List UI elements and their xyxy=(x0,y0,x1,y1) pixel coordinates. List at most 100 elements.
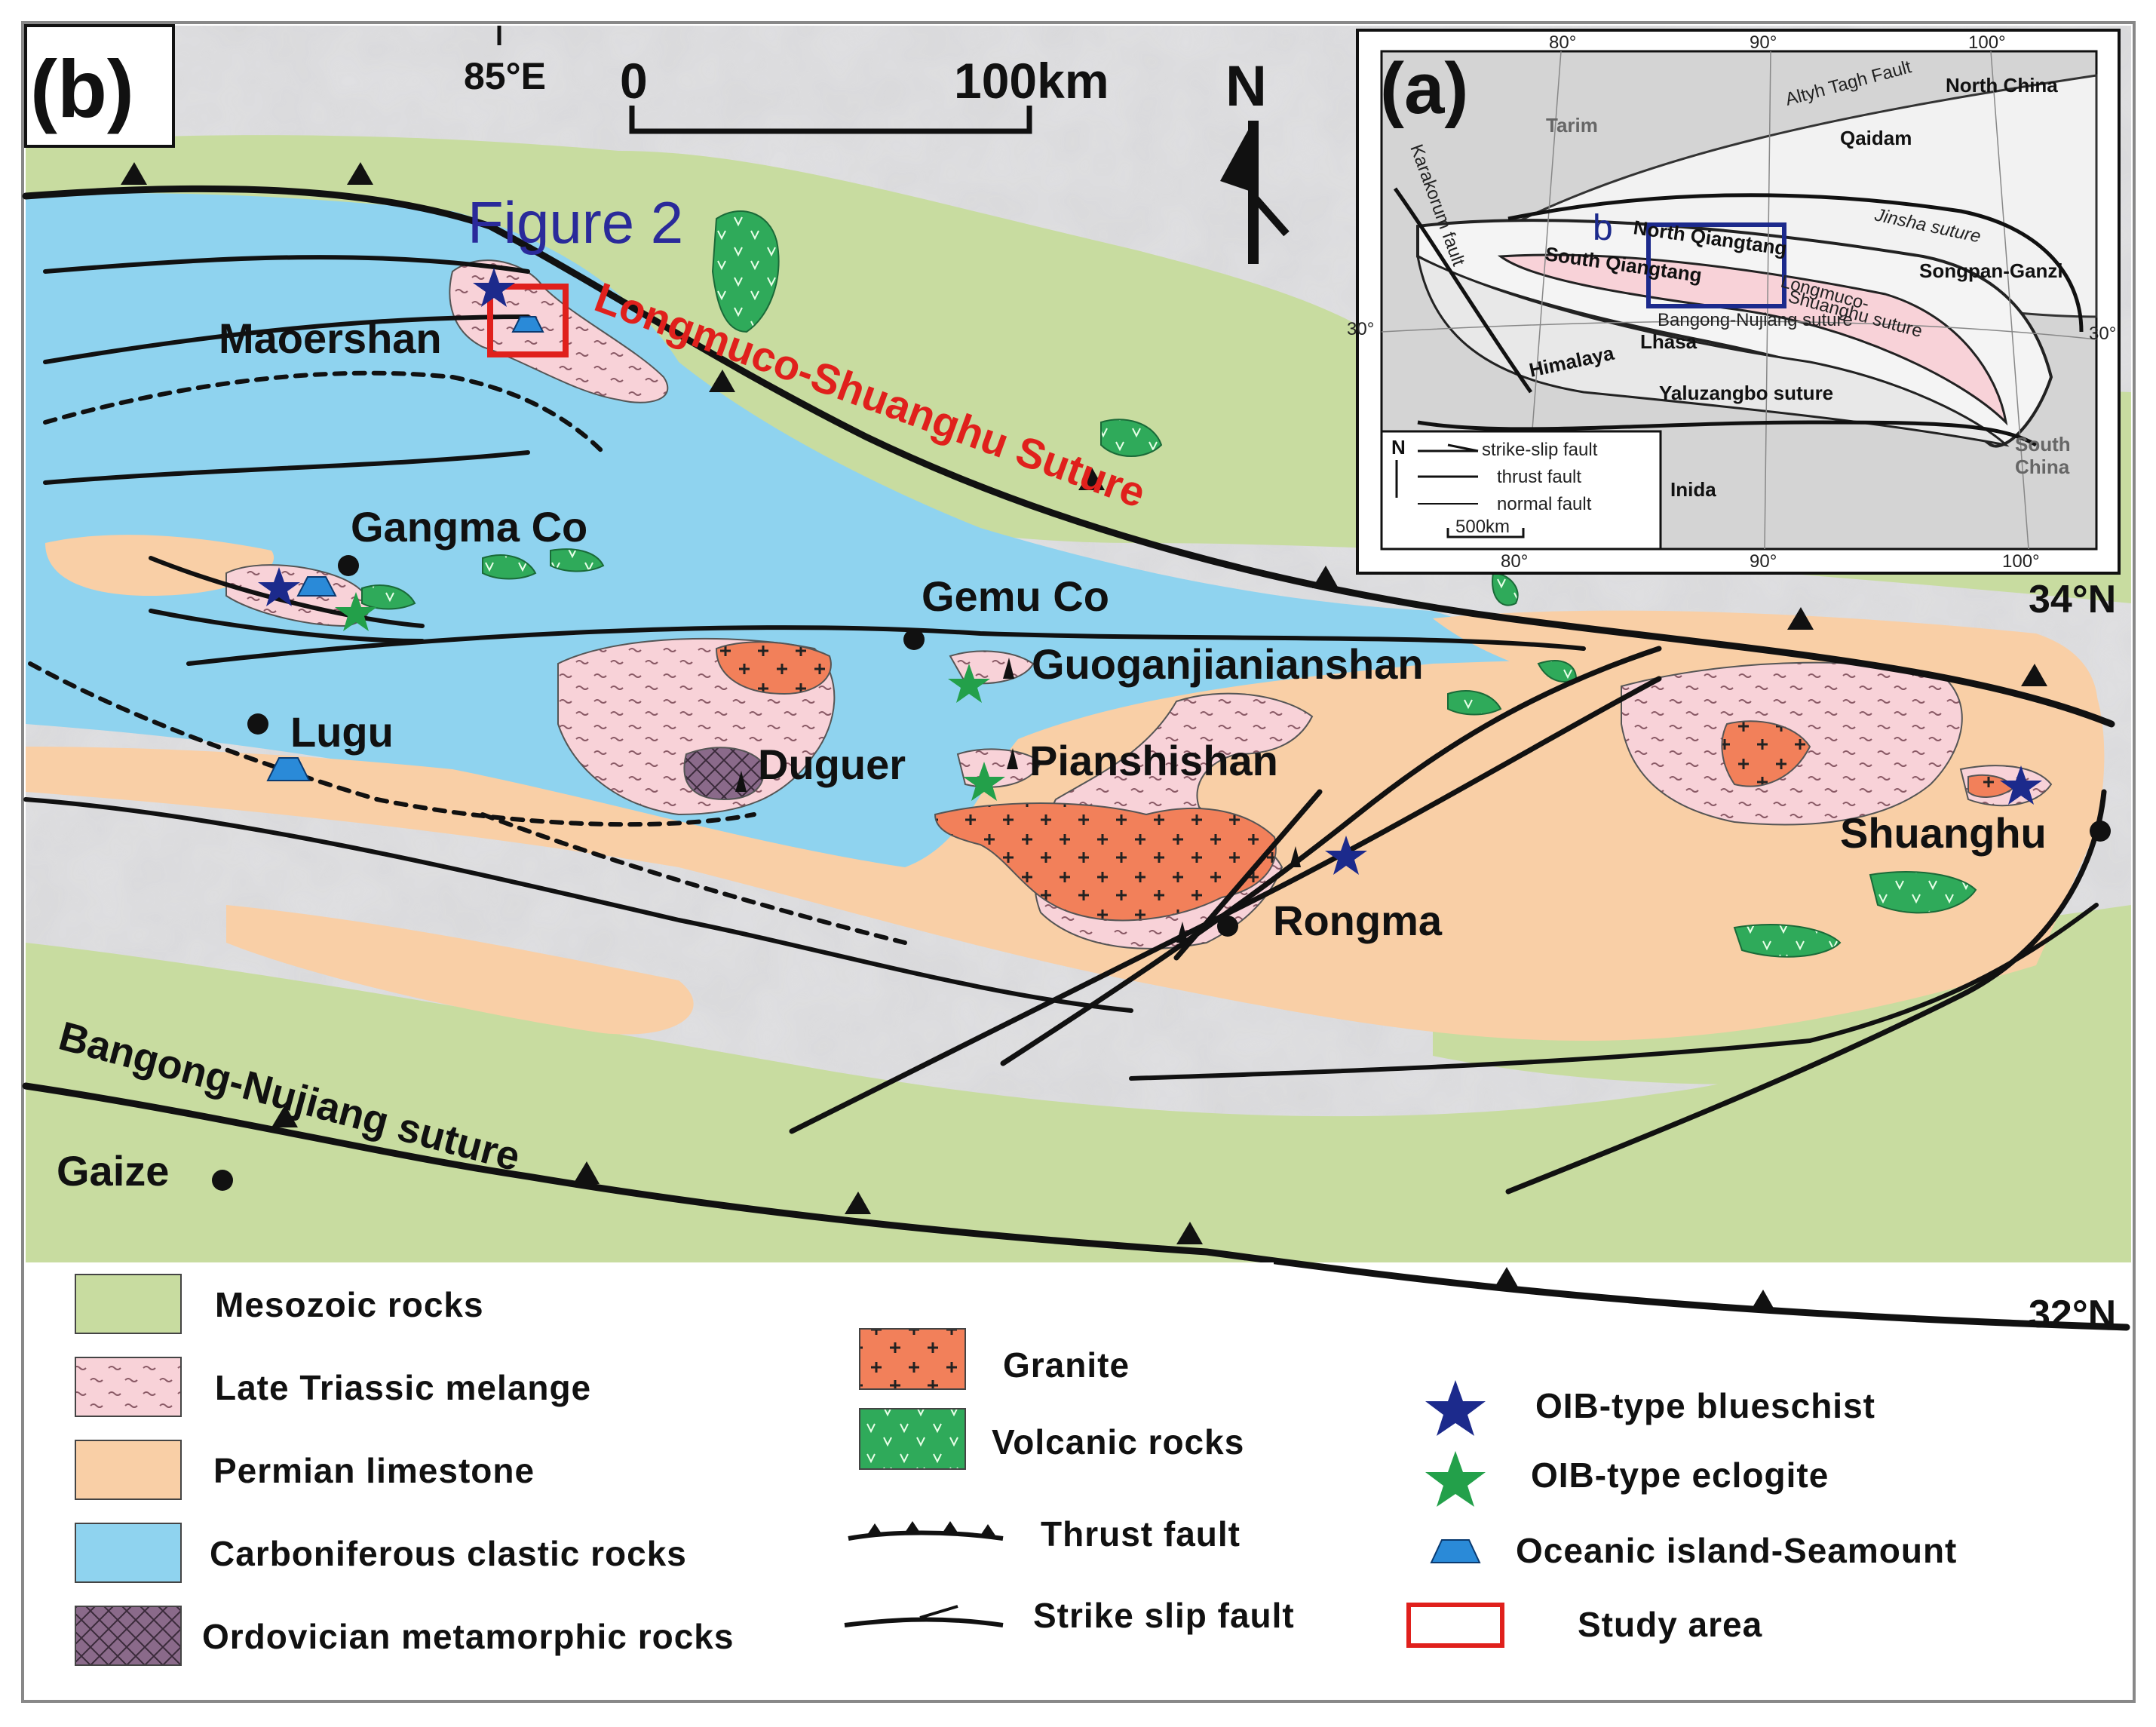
strike-slip-faults xyxy=(789,646,2107,1195)
inset-inida: Inida xyxy=(1670,478,1716,501)
inset-key-thrust: thrust fault xyxy=(1497,467,1581,487)
inset-qaidam: Qaidam xyxy=(1840,127,1912,149)
figure-2-label: Figure 2 xyxy=(468,189,683,256)
inset-key-strike: strike-slip fault xyxy=(1482,440,1598,460)
legend-eclogite-star xyxy=(1425,1451,1486,1507)
legend-study-area-box xyxy=(1406,1603,1504,1648)
seamount-maoershan xyxy=(511,316,544,333)
inset-key-n: N xyxy=(1391,436,1406,459)
place-duguer: Duguer xyxy=(758,741,906,788)
inset-panel-label: (a) xyxy=(1380,48,1468,129)
latitude-32n-label: 32°N xyxy=(2029,1293,2116,1336)
legend-seamount-symbol xyxy=(1430,1539,1481,1563)
town-dot-gangma xyxy=(338,555,359,576)
seamount-lugu xyxy=(266,757,311,781)
inset-yaluzangbo: Yaluzangbo suture xyxy=(1659,382,1833,404)
inset-north-china: North China xyxy=(1946,74,2058,97)
place-lugu: Lugu xyxy=(290,708,394,756)
legend-study: Study area xyxy=(1578,1605,1762,1644)
inset-tick-90: 90° xyxy=(1750,32,1777,53)
legend-ordovician: Ordovician metamorphic rocks xyxy=(202,1617,734,1656)
north-arrow: N xyxy=(1220,54,1290,264)
eclogite-stars xyxy=(335,592,1005,801)
scale-zero-label: 0 xyxy=(620,53,648,109)
longitude-85e-label: 85°E xyxy=(464,55,546,97)
legend-swatch-mesozoic xyxy=(75,1274,182,1334)
town-dot-rongma xyxy=(1217,916,1238,937)
inset-b-letter: b xyxy=(1593,208,1613,248)
place-rongma: Rongma xyxy=(1273,897,1443,944)
panel-label-box xyxy=(24,24,175,148)
inset-tick-30-right: 30° xyxy=(2089,324,2116,344)
place-guoganjianianshan: Guoganjianianshan xyxy=(1032,640,1424,688)
legend-eclogite: OIB-type eclogite xyxy=(1531,1456,1829,1495)
inset-tick-30-left: 30° xyxy=(1347,319,1374,339)
scale-max-label: 100km xyxy=(954,53,1109,109)
place-gangma-co: Gangma Co xyxy=(351,503,587,551)
inset-lhasa: Lhasa xyxy=(1640,330,1698,353)
place-gemu-co: Gemu Co xyxy=(922,572,1109,620)
inset-key-normal: normal fault xyxy=(1497,494,1592,514)
inset-tick-90-bottom: 90° xyxy=(1750,551,1777,572)
seamount-symbols xyxy=(266,316,544,781)
inset-tick-80-bottom: 80° xyxy=(1501,551,1528,572)
legend-swatch-volcanic xyxy=(859,1408,966,1470)
town-dots xyxy=(212,555,2111,1191)
inset-south-china-1: South xyxy=(2015,433,2071,456)
blueschist-maoershan xyxy=(473,268,515,307)
seamount-gangma xyxy=(296,576,337,597)
inset-key-scale: 500km xyxy=(1455,517,1510,537)
blueschist-shuanghu xyxy=(2000,765,2042,805)
granite-areas xyxy=(715,641,2015,922)
inset-tick-80: 80° xyxy=(1549,32,1576,53)
study-area-box xyxy=(487,284,569,357)
legend-blueschist: OIB-type blueschist xyxy=(1535,1386,1875,1425)
legend-swatch-granite xyxy=(859,1328,966,1390)
legend-granite: Granite xyxy=(1003,1345,1130,1385)
legend-thrust: Thrust fault xyxy=(1041,1514,1241,1554)
thrust-fault-teeth xyxy=(121,162,2047,1312)
place-pianshishan: Pianshishan xyxy=(1029,737,1278,784)
legend-blueschist-star xyxy=(1425,1380,1486,1436)
latitude-34n-label: 34°N xyxy=(2029,578,2116,621)
eclogite-pianshi xyxy=(963,762,1005,801)
place-shuanghu: Shuanghu xyxy=(1840,809,2047,857)
town-dot-gemu xyxy=(903,629,925,650)
inset-map: (a) 80° 90° 100° 30° 30° 80° 90° 100° Ta… xyxy=(1347,29,2121,575)
place-gaize: Gaize xyxy=(57,1147,169,1195)
inset-study-box xyxy=(1646,222,1786,308)
legend-mesozoic: Mesozoic rocks xyxy=(215,1285,484,1324)
legend-triassic: Late Triassic melange xyxy=(215,1368,591,1407)
blueschist-gangma xyxy=(258,567,300,606)
eclogite-guogan xyxy=(948,664,990,703)
legend-volcanic: Volcanic rocks xyxy=(992,1422,1244,1462)
inset-south-china-2: China xyxy=(2015,456,2070,478)
sample-markers xyxy=(735,658,1301,943)
legend-swatch-triassic xyxy=(75,1357,182,1417)
scale-bar: 0 100km xyxy=(620,53,1109,134)
town-dot-shuanghu xyxy=(2090,821,2111,842)
inset-tick-100-bottom: 100° xyxy=(2002,551,2040,572)
legend: Mesozoic rocks Late Triassic melange Per… xyxy=(26,1262,2131,1700)
legend-swatch-carboniferous xyxy=(75,1523,182,1583)
panel-label: (b) xyxy=(30,43,134,134)
legend-thrust-symbol xyxy=(848,1521,1004,1541)
legend-carboniferous: Carboniferous clastic rocks xyxy=(210,1534,687,1573)
north-arrow-label: N xyxy=(1225,54,1267,118)
blueschist-rongma xyxy=(1325,836,1367,875)
legend-permian: Permian limestone xyxy=(213,1451,535,1490)
bangong-nujiang-suture-line xyxy=(22,1082,2130,1331)
longmuco-shuanghu-suture-line xyxy=(22,185,2115,728)
blueschist-stars xyxy=(258,268,2042,875)
legend-strike: Strike slip fault xyxy=(1033,1596,1295,1635)
inset-tick-100: 100° xyxy=(1968,32,2006,53)
inset-songpan-ganzi: Songpan-Ganzi xyxy=(1919,259,2063,282)
town-dot-gaize xyxy=(212,1170,233,1191)
inset-bangong-small: Bangong-Nujiang suture xyxy=(1658,310,1853,330)
legend-swatch-permian xyxy=(75,1440,182,1500)
eclogite-gangma xyxy=(335,592,377,631)
volcanic-rocks-areas xyxy=(361,210,1977,958)
legend-seamount: Oceanic island-Seamount xyxy=(1516,1531,1957,1570)
ordovician-metamorphic-area xyxy=(683,747,765,801)
